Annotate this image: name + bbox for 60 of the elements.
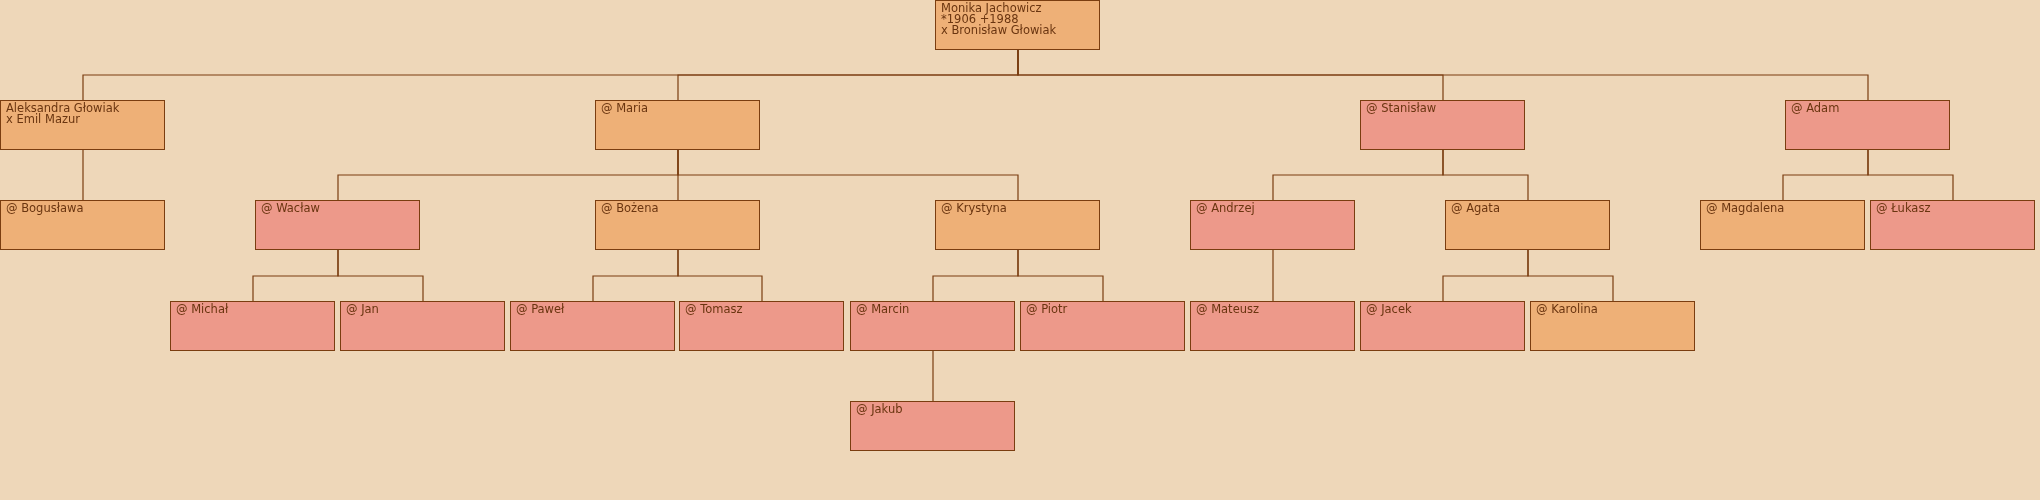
person-text: @ Stanisław (1366, 103, 1437, 114)
person-box (1870, 200, 2035, 250)
person-text: @ Tomasz (685, 304, 743, 315)
person-text: @ Michał (176, 304, 229, 315)
person-box (1190, 200, 1355, 250)
person-box (1020, 301, 1185, 351)
connector-line (932, 350, 934, 402)
person-text: @ Wacław (261, 203, 320, 214)
person-text: @ Bogusława (6, 203, 84, 214)
person-text: @ Piotr (1026, 304, 1068, 315)
person-box (850, 401, 1015, 451)
person-text: Aleksandra Głowiak (6, 103, 120, 114)
person-text: @ Krystyna (941, 203, 1007, 214)
person-text: @ Agata (1451, 203, 1500, 214)
person-text: x Emil Mazur (6, 114, 80, 125)
person-box (935, 0, 1100, 50)
person-box (255, 200, 420, 250)
person-text: @ Magdalena (1706, 203, 1785, 214)
person-box (679, 301, 844, 351)
connector-line (1017, 249, 1104, 302)
person-text: @ Karolina (1536, 304, 1598, 315)
person-box (1785, 100, 1950, 150)
person-text: @ Jan (346, 304, 379, 315)
connector-line (677, 149, 1019, 201)
person-text: @ Andrzej (1196, 203, 1255, 214)
person-text: @ Paweł (516, 304, 565, 315)
person-box (0, 100, 165, 150)
person-box (595, 100, 760, 150)
person-text: @ Jakub (856, 404, 903, 415)
person-text: @ Maria (601, 103, 649, 114)
person-box (1360, 100, 1525, 150)
person-box (935, 200, 1100, 250)
person-box (340, 301, 505, 351)
person-box (1360, 301, 1525, 351)
person-text: *1906 +1988 (941, 14, 1019, 25)
person-text: @ Bożena (601, 203, 659, 214)
connector-line (1442, 149, 1529, 201)
connector-line (82, 149, 84, 201)
connector-line (1527, 249, 1614, 302)
person-text: Monika Jachowicz (941, 3, 1042, 14)
connector-line (1017, 49, 1869, 101)
person-box (850, 301, 1015, 351)
person-box (595, 200, 760, 250)
person-box (1530, 301, 1695, 351)
person-text: x Bronisław Głowiak (941, 25, 1057, 36)
person-box (1190, 301, 1355, 351)
person-box (510, 301, 675, 351)
person-box (170, 301, 335, 351)
connector-line (1867, 149, 1954, 201)
person-text: @ Marcin (856, 304, 910, 315)
connector-line (1272, 249, 1274, 302)
person-text: @ Mateusz (1196, 304, 1260, 315)
person-text: @ Jacek (1366, 304, 1412, 315)
person-text: @ Adam (1791, 103, 1840, 114)
person-box (1445, 200, 1610, 250)
person-box (0, 200, 165, 250)
connector-line (337, 249, 424, 302)
person-box (1700, 200, 1865, 250)
connector-line (677, 249, 763, 302)
person-text: @ Łukasz (1876, 203, 1931, 214)
